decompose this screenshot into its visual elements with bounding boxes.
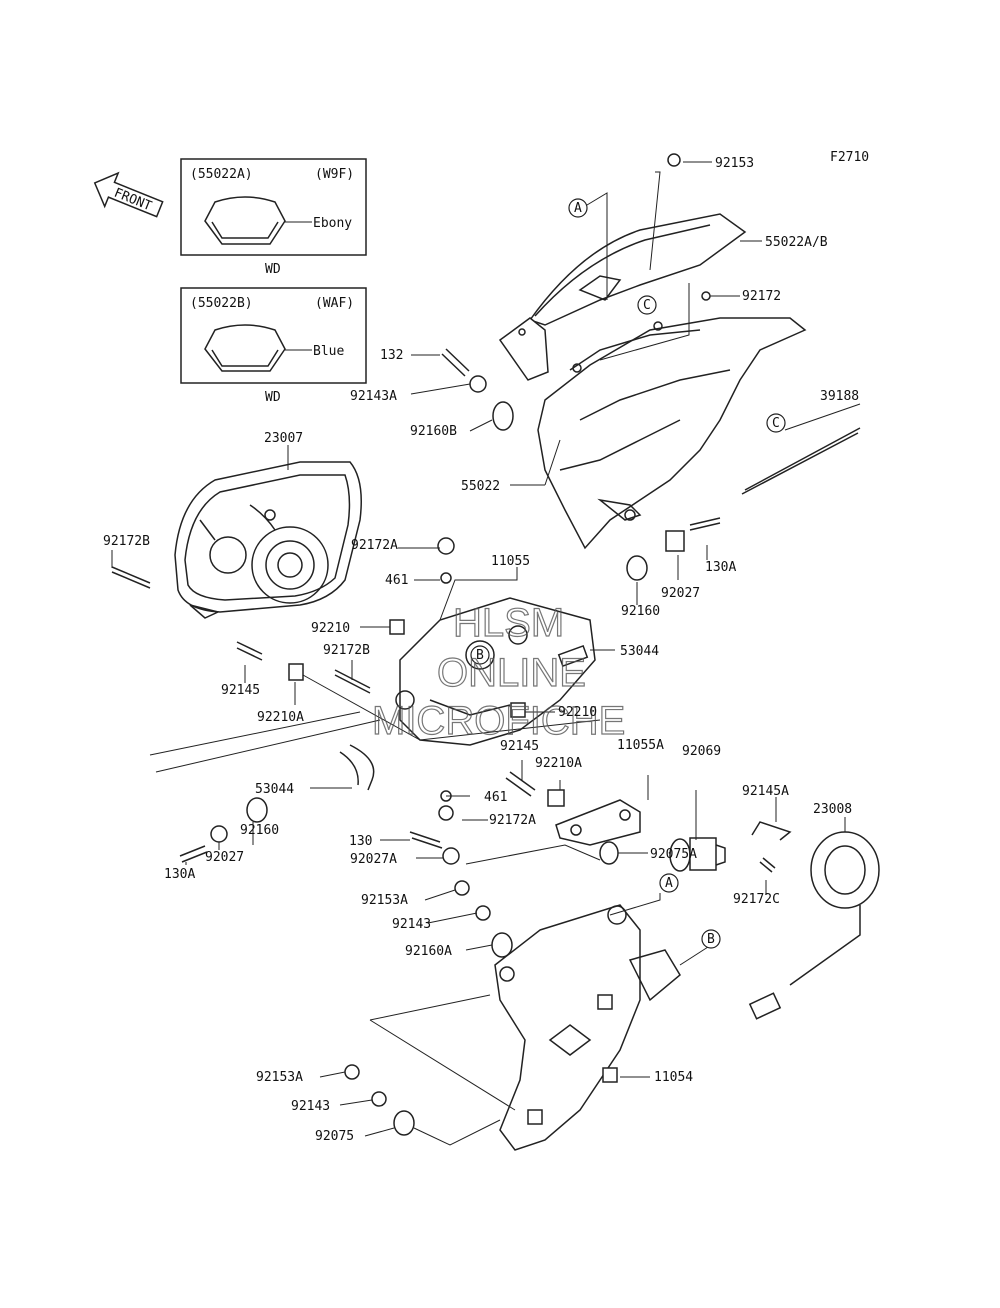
svg-text:HLSM: HLSM (453, 601, 564, 645)
callout-c-strip: C (766, 413, 786, 433)
callout-a-top: A (568, 192, 608, 300)
label-132: 132 (380, 348, 403, 363)
label-92027-right: 92027 (661, 586, 700, 601)
callout-a-lower: A (659, 873, 679, 893)
label-92027a: 92027A (350, 852, 397, 867)
label-92160a: 92160A (405, 944, 452, 959)
label-92172b-mid: 92172B (323, 643, 370, 658)
label-53044-left: 53044 (255, 782, 294, 797)
label-130-mid: 130 (349, 834, 372, 849)
label-130a-left: 130A (164, 867, 195, 882)
upper-cowl-part (498, 213, 747, 381)
label-55022ab: 55022A/B (765, 235, 828, 250)
label-55022: 55022 (461, 479, 500, 494)
variant-part-no: (55022B) (190, 296, 253, 311)
label-92210a-left: 92210A (257, 710, 304, 725)
part-labels: 92153 55022A/B 92172 39188 132 92143A 92… (103, 156, 859, 1144)
label-92160-left: 92160 (240, 823, 279, 838)
watermark: HLSM ONLINE MICROFICHE (371, 600, 626, 743)
variant-code: (WAF) (315, 296, 354, 311)
label-461-mid: 461 (484, 790, 507, 805)
label-92160b: 92160B (410, 424, 457, 439)
label-92160-right: 92160 (621, 604, 660, 619)
label-92027-left: 92027 (205, 850, 244, 865)
label-11054: 11054 (654, 1070, 693, 1085)
figure-code: F2710 (830, 150, 869, 165)
label-461-top: 461 (385, 573, 408, 588)
label-92075: 92075 (315, 1129, 354, 1144)
label-92143-bottom: 92143 (291, 1099, 330, 1114)
svg-text:ONLINE: ONLINE (437, 651, 586, 695)
svg-text:C: C (643, 298, 651, 313)
label-92172: 92172 (742, 289, 781, 304)
label-92145a: 92145A (742, 784, 789, 799)
variant-part-no: (55022A) (190, 167, 253, 182)
cowl-ebony-icon (204, 196, 286, 245)
svg-text:B: B (707, 932, 715, 947)
label-92075a: 92075A (650, 847, 697, 862)
label-92210-left: 92210 (311, 621, 350, 636)
inner-panel-part (537, 317, 807, 550)
label-92210a-mid: 92210A (535, 756, 582, 771)
svg-text:MICROFICHE: MICROFICHE (372, 699, 625, 743)
variant-box-ebony: (55022A) (W9F) Ebony WD (180, 158, 367, 277)
label-39188: 39188 (820, 389, 859, 404)
variant-color: Blue (313, 344, 344, 359)
variant-box-blue: (55022B) (WAF) Blue WD (180, 287, 367, 405)
variant-caption: WD (265, 390, 281, 405)
label-130a-right: 130A (705, 560, 736, 575)
front-arrow-icon: FRONT (93, 171, 164, 218)
headlight-part (174, 461, 362, 619)
position-lamp-part (748, 831, 880, 1020)
label-23008: 23008 (813, 802, 852, 817)
label-23007: 23007 (264, 431, 303, 446)
callout-b-lower: B (701, 929, 721, 949)
label-92153a-top: 92153A (361, 893, 408, 908)
label-92172a-mid: 92172A (489, 813, 536, 828)
label-11055a: 11055A (617, 738, 664, 753)
lower-stay-part (494, 904, 681, 1151)
svg-text:A: A (574, 201, 582, 216)
label-92153a-bottom: 92153A (256, 1070, 303, 1085)
strip-part (741, 427, 861, 495)
variant-color: Ebony (313, 216, 352, 231)
label-92172c: 92172C (733, 892, 780, 907)
label-92143-top: 92143 (392, 917, 431, 932)
label-92143a: 92143A (350, 389, 397, 404)
callout-b-bracket: B (470, 645, 490, 665)
bulb-part (669, 837, 726, 872)
label-53044-right: 53044 (620, 644, 659, 659)
label-92069: 92069 (682, 744, 721, 759)
callout-c-upper: C (637, 295, 657, 315)
bracket-plate-part (555, 799, 641, 846)
label-92172b-left: 92172B (103, 534, 150, 549)
label-92145-mid: 92145 (500, 739, 539, 754)
leader-lines (111, 161, 861, 1146)
variant-caption: WD (265, 262, 281, 277)
svg-text:C: C (772, 416, 780, 431)
cowl-blue-icon (204, 324, 286, 372)
headlight-bracket-part (395, 597, 596, 746)
label-92172a-top: 92172A (351, 538, 398, 553)
svg-text:B: B (476, 648, 484, 663)
svg-text:A: A (665, 876, 673, 891)
variant-code: (W9F) (315, 167, 354, 182)
label-11055: 11055 (491, 554, 530, 569)
label-92153: 92153 (715, 156, 754, 171)
label-92145-left: 92145 (221, 683, 260, 698)
label-92210-right: 92210 (558, 705, 597, 720)
